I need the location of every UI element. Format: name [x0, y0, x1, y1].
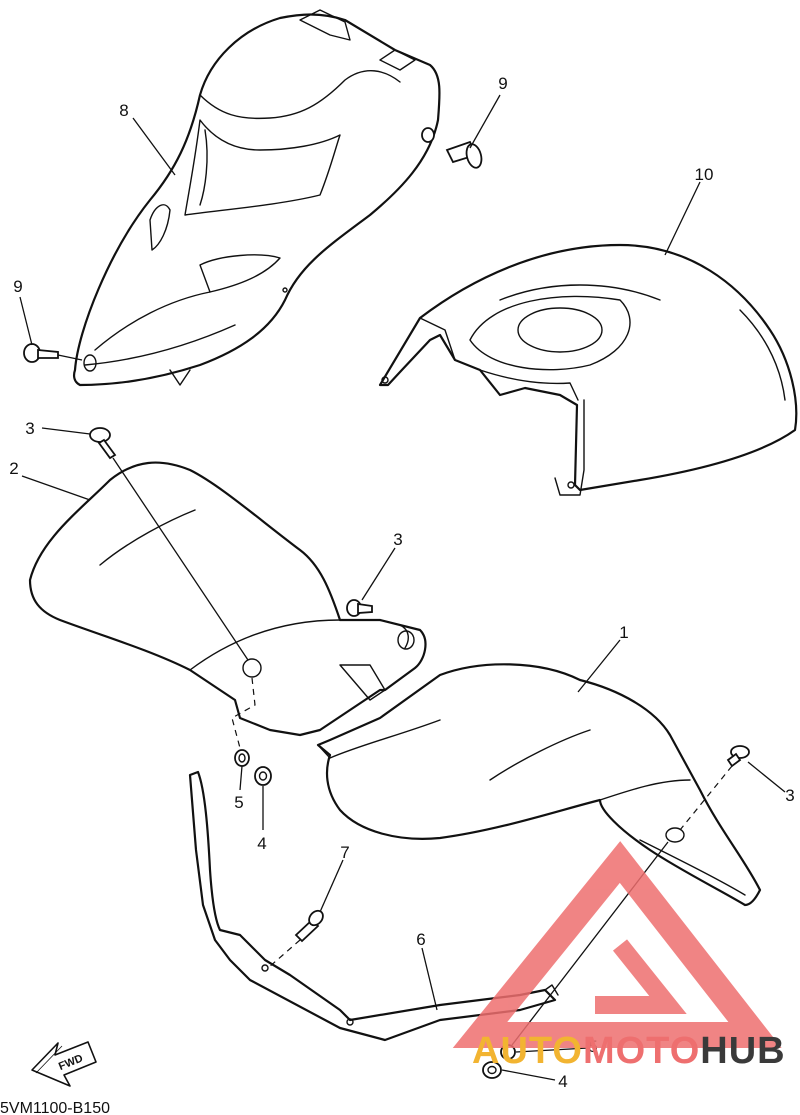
callout-leaders	[19, 94, 786, 1081]
callout-9-left: 9	[13, 277, 22, 296]
watermark-logo	[452, 841, 782, 1048]
watermark-triangle-outer	[452, 841, 782, 1048]
part-3-screw-middle	[346, 599, 373, 617]
callout-9-right: 9	[498, 74, 507, 93]
watermark-text-moto: MOTO	[583, 1030, 700, 1072]
callout-4-right: 4	[558, 1072, 567, 1091]
part-10-tank-cover	[378, 243, 798, 496]
part-3-screw-top	[89, 427, 249, 661]
part-4-nut-right	[482, 1061, 502, 1079]
diagram-code: 5VM1100-B150	[0, 1100, 110, 1115]
watermark-text-hub: HUB	[700, 1030, 785, 1072]
watermark-text-auto: AUTO	[472, 1030, 583, 1072]
part-1-right-side-cover	[316, 663, 762, 907]
watermark-text: AUTOMOTOHUB	[472, 1030, 786, 1072]
callout-1: 1	[619, 623, 628, 642]
part-3-screw-right	[679, 745, 750, 831]
fwd-arrow-icon: FWD	[31, 1041, 97, 1087]
callout-5-left: 5	[234, 793, 243, 812]
callout-4-left: 4	[257, 834, 266, 853]
part-9-screw-right	[421, 127, 483, 169]
part-5-collar-left	[234, 749, 250, 767]
part-8-front-cover	[72, 9, 441, 387]
callout-3-top: 3	[25, 419, 34, 438]
callout-7: 7	[340, 843, 349, 862]
callout-8: 8	[119, 101, 128, 120]
part-6-bracket-stay	[188, 770, 559, 1042]
leader-dashed-left	[231, 677, 256, 749]
part-2-left-side-cover	[28, 461, 427, 737]
part-4-nut-left	[254, 766, 272, 786]
watermark-triangle-inner	[595, 939, 687, 1014]
callout-3-middle: 3	[393, 530, 402, 549]
callout-6: 6	[416, 930, 425, 949]
part-9-screw-left	[23, 343, 83, 363]
part-7-bolt	[267, 909, 324, 969]
callout-3-right: 3	[785, 786, 794, 805]
callout-10: 10	[695, 165, 714, 184]
callout-2: 2	[9, 459, 18, 478]
